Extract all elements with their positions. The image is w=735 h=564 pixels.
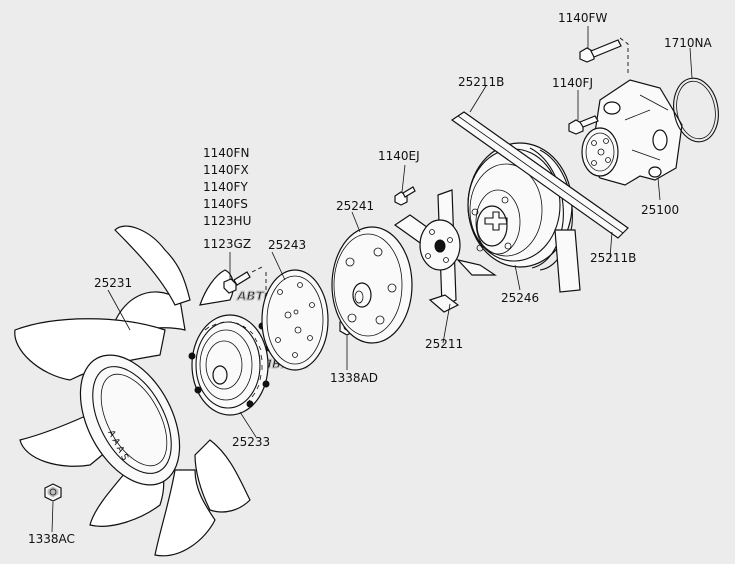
label-1140FY: 1140FY (203, 180, 248, 194)
bolt-1123GZ (223, 265, 267, 330)
label-1338AD: 1338AD (330, 371, 378, 385)
label-25243: 25243 (268, 238, 306, 252)
label-25211: 25211 (425, 337, 463, 351)
label-25233: 25233 (232, 435, 270, 449)
v-belt-25211B (450, 111, 629, 293)
bolt-1140FJ (568, 115, 599, 135)
leader-lines (51, 26, 693, 533)
fan-clutch-25233 (188, 314, 273, 416)
bracket-25211 (393, 189, 497, 313)
label-1140FN: 1140FN (203, 146, 249, 160)
spacer-plate-25243 (261, 269, 329, 371)
gasket-1710NA (673, 77, 719, 143)
pulley-hub-25241 (331, 226, 413, 344)
label-25246: 25246 (501, 291, 539, 305)
fan-blades-25231: A A A S (14, 225, 251, 557)
nut-1338AC (44, 483, 62, 502)
label-1140FX: 1140FX (203, 163, 249, 177)
bolt-1140FW (579, 37, 629, 75)
label-1140FW: 1140FW (558, 11, 607, 25)
label-25241: 25241 (336, 199, 374, 213)
label-25211B-right: 25211B (590, 251, 636, 265)
label-25231: 25231 (94, 276, 132, 290)
label-1140FS: 1140FS (203, 197, 248, 211)
label-1123HU: 1123HU (203, 214, 251, 228)
label-25100: 25100 (641, 203, 679, 217)
label-1140EJ: 1140EJ (378, 149, 420, 163)
part-labels: 1140FW 1710NA 25211B 1140FJ 1140EJ 1140F… (28, 11, 713, 546)
label-1338AC: 1338AC (28, 532, 75, 546)
label-1710NA: 1710NA (664, 36, 713, 50)
water-pump-25100 (581, 79, 683, 186)
label-25211B-top: 25211B (458, 75, 504, 89)
label-1123GZ: 1123GZ (203, 237, 251, 251)
label-1140FJ: 1140FJ (552, 76, 593, 90)
bolt-1140EJ (394, 186, 416, 206)
